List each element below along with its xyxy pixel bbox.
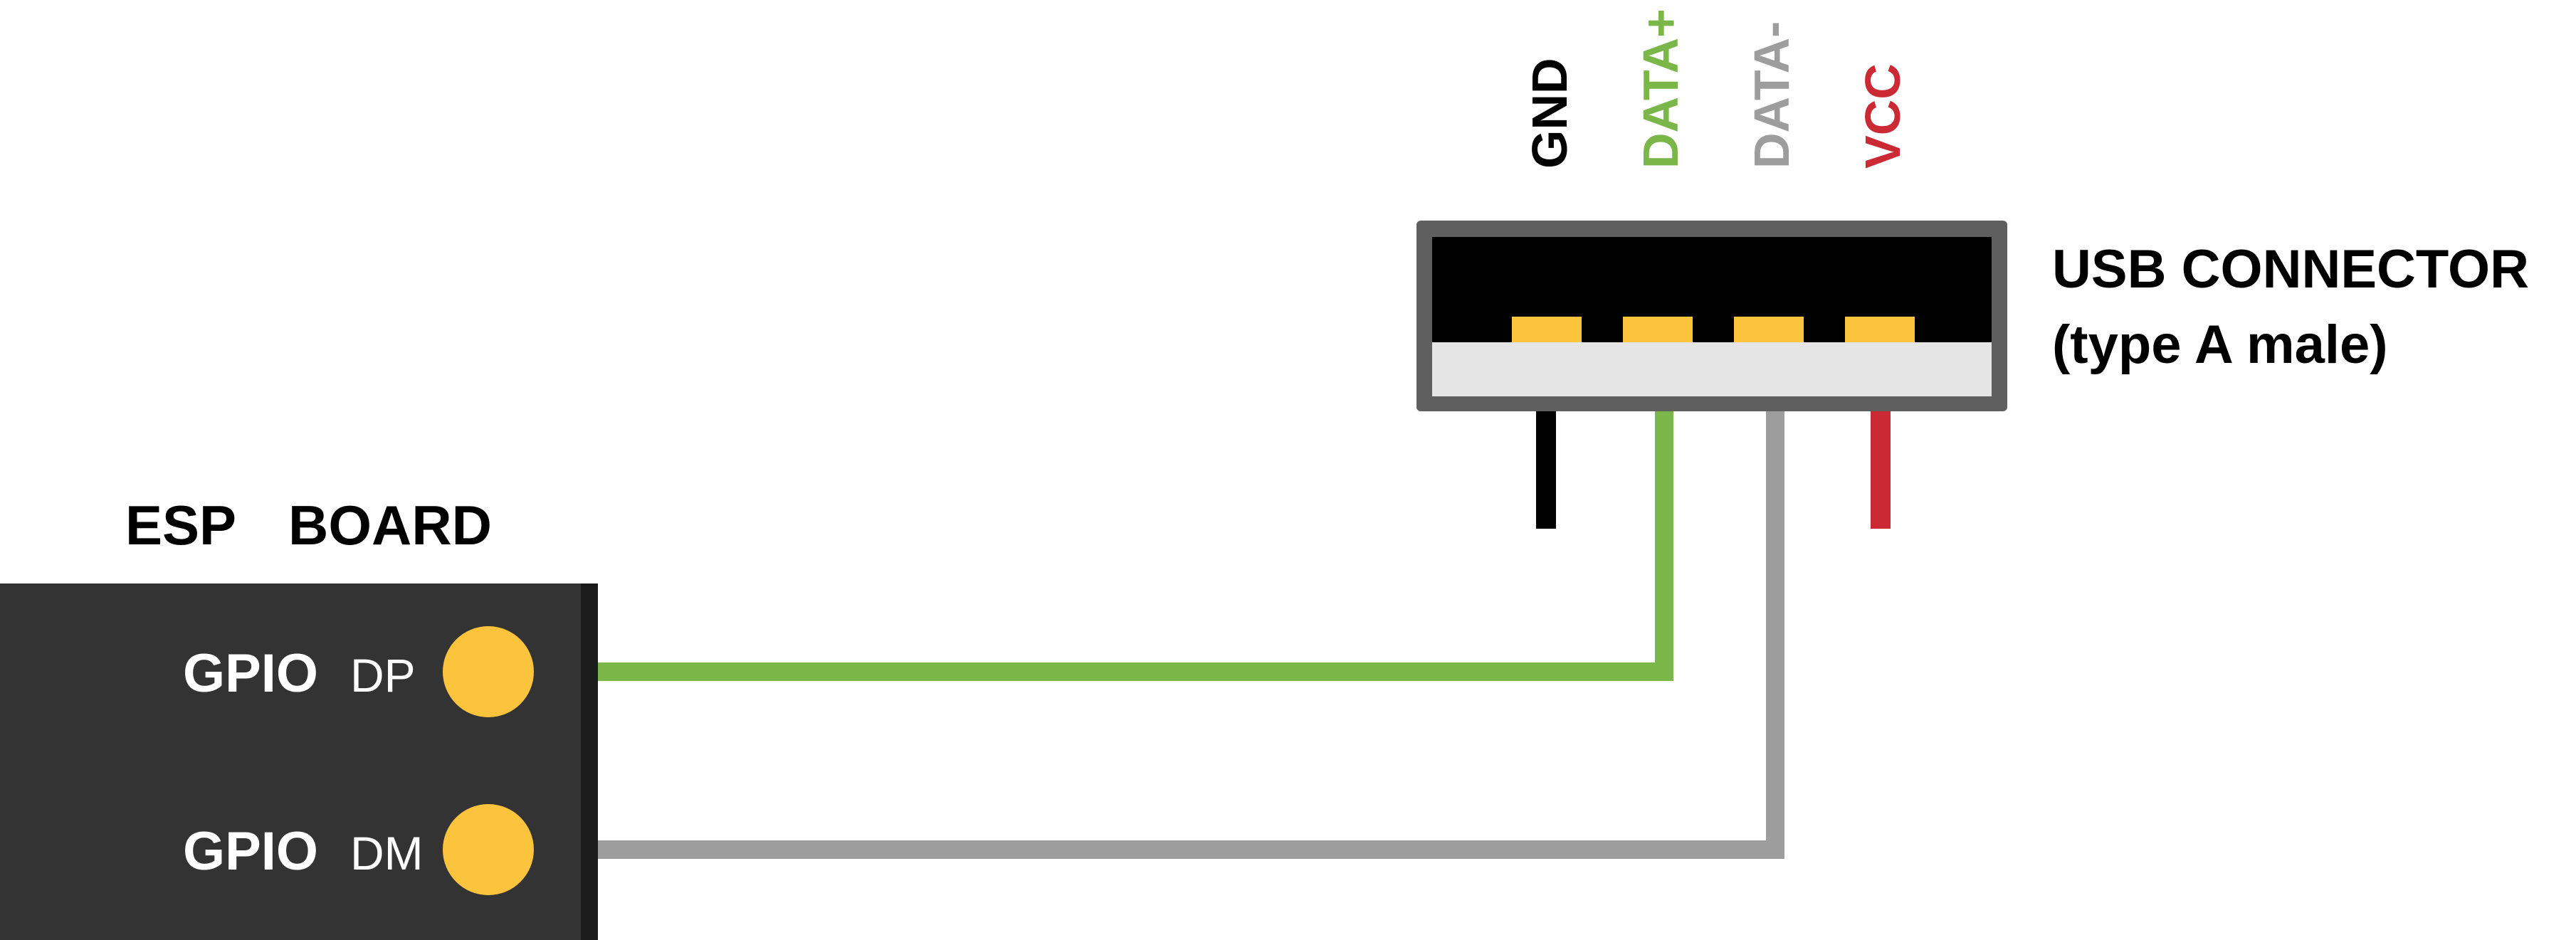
wires [530, 409, 1784, 859]
usb-lead-vcc [1871, 411, 1891, 529]
usb-connector-base [1432, 342, 1992, 396]
usb-connector-title-line1: USB CONNECTOR [2052, 239, 2529, 300]
usb-lead-data-minus [1766, 411, 1784, 433]
esp-board: ESP BOARD GPIO DP GPIO DM [0, 494, 598, 940]
usb-contact-data-plus [1623, 317, 1693, 342]
wire-data-minus [530, 409, 1784, 859]
usb-pin-label-data-minus: DATA- [1744, 21, 1799, 169]
usb-lead-data-plus [1655, 411, 1673, 433]
usb-contact-gnd [1512, 317, 1582, 342]
gpio-dp-label: GPIO [183, 643, 318, 704]
gpio-dm-label: GPIO [183, 821, 318, 882]
usb-connector: GND DATA+ DATA- VCC USB CONNECTOR (type … [1416, 9, 2529, 529]
usb-pin-label-vcc: VCC [1855, 63, 1910, 169]
esp-board-title-left: ESP [125, 494, 236, 556]
usb-contact-vcc [1845, 317, 1915, 342]
wire-data-plus [530, 409, 1673, 681]
usb-lead-gnd [1536, 411, 1556, 529]
usb-pin-label-data-plus: DATA+ [1633, 9, 1688, 169]
usb-pin-label-gnd: GND [1522, 58, 1577, 169]
usb-contact-data-minus [1734, 317, 1804, 342]
usb-connector-title-line2: (type A male) [2052, 315, 2388, 375]
gpio-dm-suffix: DM [350, 827, 424, 880]
gpio-dp-suffix: DP [350, 649, 416, 702]
gpio-dm-pin [443, 804, 534, 895]
esp-board-title-right: BOARD [288, 494, 492, 556]
esp-board-edge [581, 583, 598, 940]
gpio-dp-pin [443, 626, 534, 717]
